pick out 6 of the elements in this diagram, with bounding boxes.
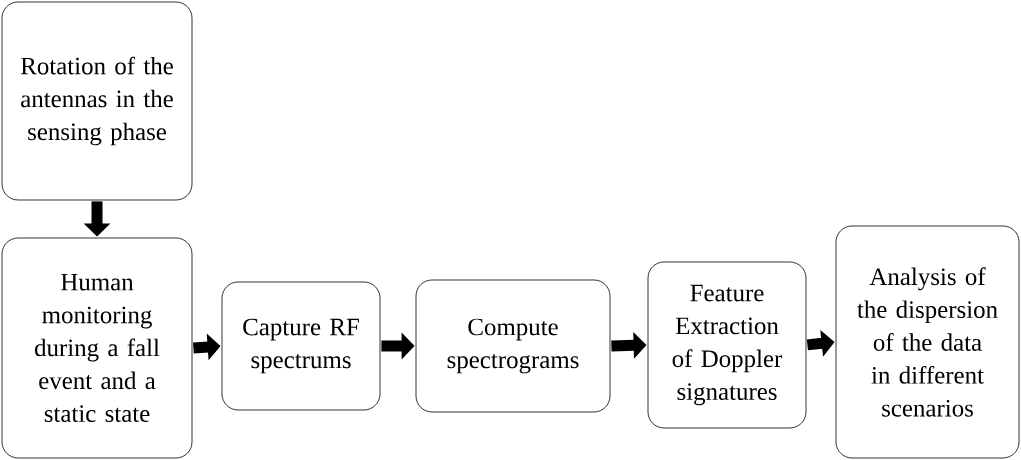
process-box: Capture RF spectrums <box>221 281 381 411</box>
process-box: Feature Extraction of Doppler signatures <box>647 261 807 429</box>
process-box: Compute spectrograms <box>415 279 611 413</box>
process-box: Rotation of the antennas in the sensing phase <box>1 1 193 201</box>
process-box: Human monitoring during a fall event and a static state <box>1 237 193 459</box>
process-box: Analysis of the dispersion of the data in different scenarios <box>835 225 1020 459</box>
